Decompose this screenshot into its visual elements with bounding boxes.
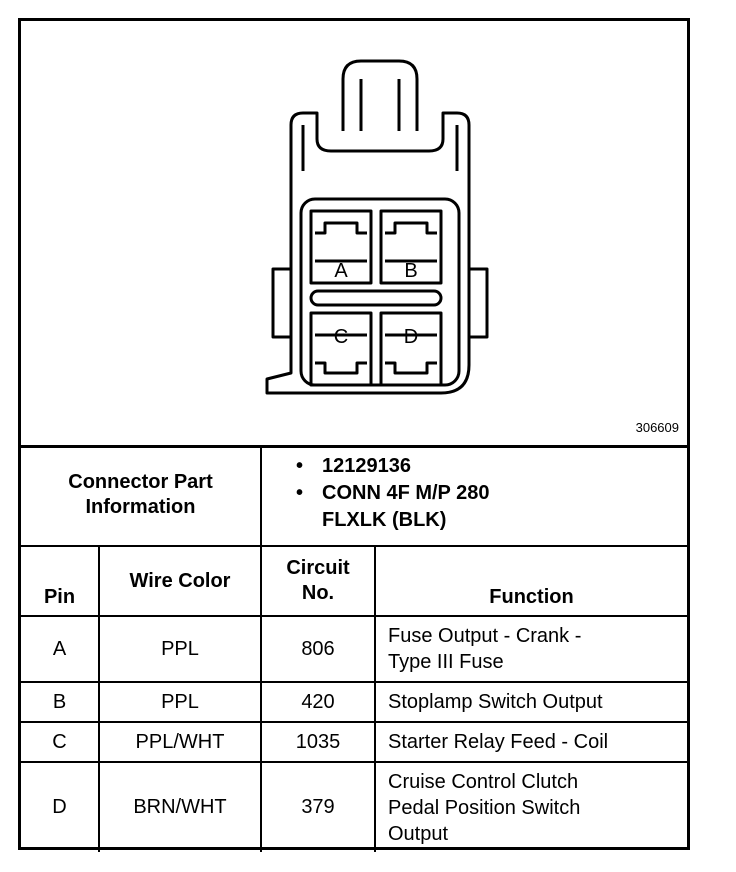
pin-label-d: D	[404, 326, 418, 348]
circuit-cell: 379	[260, 761, 376, 852]
header-pin: Pin	[21, 545, 100, 617]
part-description: CONN 4F M/P 280 FLXLK (BLK)	[296, 480, 687, 534]
function-cell: Starter Relay Feed - Coil	[374, 721, 687, 763]
pin-cell: A	[21, 615, 100, 683]
latch-handle-inner	[359, 79, 401, 131]
wire-color-cell: PPL/WHT	[98, 721, 262, 763]
pin-cell: C	[21, 721, 100, 763]
right-side-tab	[469, 267, 489, 339]
cavity-d	[379, 311, 443, 387]
pin-cell: D	[21, 761, 100, 852]
pin-label-a: A	[334, 260, 348, 282]
left-side-tab	[271, 267, 291, 339]
header-circuit: Circuit No.	[260, 545, 376, 617]
header-row: Pin Wire Color Circuit No. Function	[21, 545, 687, 617]
circuit-cell: 1035	[260, 721, 376, 763]
cavity-c	[309, 311, 373, 387]
connector-diagram: A B C D 306609	[21, 21, 687, 448]
shoulder-ridges	[301, 125, 459, 171]
terminal-d	[385, 333, 437, 375]
pin-label-c: C	[334, 326, 348, 348]
wire-color-cell: PPL	[98, 615, 262, 683]
cavity-b	[379, 209, 443, 285]
cavity-a	[309, 209, 373, 285]
circuit-cell: 420	[260, 681, 376, 723]
wire-color-cell: BRN/WHT	[98, 761, 262, 852]
header-wire-color: Wire Color	[98, 545, 262, 617]
table-row: A PPL 806 Fuse Output - Crank - Type III…	[21, 615, 687, 683]
connector-body	[265, 181, 471, 395]
table-row: B PPL 420 Stoplamp Switch Output	[21, 681, 687, 723]
terminal-b	[385, 221, 437, 263]
function-cell: Cruise Control Clutch Pedal Position Swi…	[374, 761, 687, 852]
pin-cell: B	[21, 681, 100, 723]
part-number: 12129136	[296, 453, 687, 480]
part-info-row: Connector Part Information 12129136 CONN…	[21, 445, 687, 547]
header-function: Function	[374, 545, 687, 617]
connector-shoulder	[289, 111, 471, 181]
terminal-c	[315, 333, 367, 375]
latch-handle-outline	[341, 59, 419, 131]
function-cell: Fuse Output - Crank - Type III Fuse	[374, 615, 687, 683]
pin-label-b: B	[404, 260, 417, 282]
terminal-a	[315, 221, 367, 263]
center-rib	[309, 289, 443, 307]
connector-table: Connector Part Information 12129136 CONN…	[21, 445, 687, 852]
wire-color-cell: PPL	[98, 681, 262, 723]
figure-number: 306609	[635, 420, 679, 435]
connector-sheet: A B C D 306609 Connector Part Informatio…	[18, 18, 690, 852]
function-cell: Stoplamp Switch Output	[374, 681, 687, 723]
table-row: D BRN/WHT 379 Cruise Control Clutch Peda…	[21, 761, 687, 852]
table-row: C PPL/WHT 1035 Starter Relay Feed - Coil	[21, 721, 687, 763]
circuit-cell: 806	[260, 615, 376, 683]
part-info-values: 12129136 CONN 4F M/P 280 FLXLK (BLK)	[260, 445, 687, 547]
part-info-label: Connector Part Information	[21, 445, 262, 547]
connector-drawing: A B C D	[265, 59, 489, 395]
